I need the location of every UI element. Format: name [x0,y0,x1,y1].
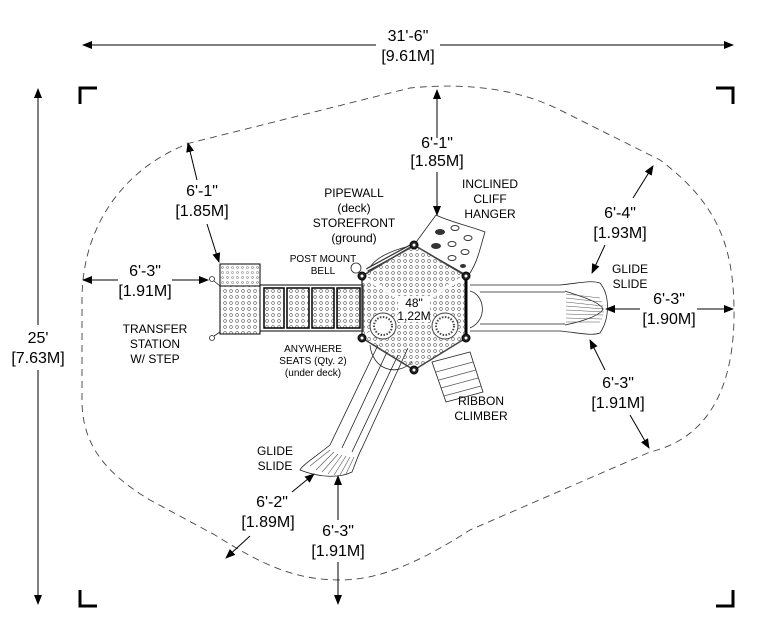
svg-text:STATION: STATION [130,337,180,351]
clearance-right: 6'-3" [1.90M] [605,291,734,328]
svg-text:ANYWHERE: ANYWHERE [284,344,342,355]
svg-text:INCLINED: INCLINED [462,177,518,191]
svg-text:[1.85M]: [1.85M] [410,153,463,170]
pipewall-storefront [350,243,415,274]
svg-text:STOREFRONT: STOREFRONT [313,216,396,230]
bell-icon [350,262,362,274]
svg-text:RIBBON: RIBBON [458,394,504,408]
label-glide-slide-bottom: GLIDE SLIDE [257,444,293,473]
deck-height-metric: 1,22M [397,309,430,323]
svg-text:[1.91M]: [1.91M] [311,543,364,560]
clearance-top-right: 6'-4" [1.93M] [591,165,654,274]
svg-text:CLIMBER: CLIMBER [454,409,508,423]
svg-text:GLIDE: GLIDE [257,444,293,458]
label-ribbon-climber: RIBBON CLIMBER [454,394,508,423]
svg-text:[1.89M]: [1.89M] [241,514,294,531]
svg-text:W/ STEP: W/ STEP [130,352,179,366]
overall-depth-metric: [7.63M] [11,350,64,367]
ribbon-climber [431,351,484,403]
svg-text:6'-1": 6'-1" [421,135,453,152]
svg-text:POST MOUNT: POST MOUNT [290,254,356,265]
clearance-bottom-center: 6'-3" [1.91M] [311,475,365,605]
svg-text:SLIDE: SLIDE [258,459,293,473]
deck-posts [357,240,471,375]
svg-text:(ground): (ground) [331,231,376,245]
label-pipewall: PIPEWALL (deck) STOREFRONT (ground) [313,186,396,245]
svg-text:6'-3": 6'-3" [602,375,634,392]
overall-width-dimension: 31'-6" [9.61M] [82,28,734,65]
clearance-bottom-right: 6'-3" [1.91M] [589,339,650,449]
clearance-top-center: 6'-1" [1.85M] [410,89,464,216]
glide-slide-bottom [299,344,413,477]
label-anywhere-seats: ANYWHERE SEATS (Qty. 2) (under deck) [279,344,346,379]
overall-depth-imperial: 25' [28,330,49,347]
svg-text:[1.85M]: [1.85M] [175,203,228,220]
svg-text:6'-3": 6'-3" [322,523,354,540]
overall-width-metric: [9.61M] [381,48,434,65]
inclined-cliff-hanger [413,214,486,277]
label-cliff-hanger: INCLINED CLIFF HANGER [462,177,518,221]
svg-text:6'-2": 6'-2" [256,494,288,511]
label-bell: POST MOUNT BELL [290,254,356,277]
svg-text:SEATS (Qty. 2): SEATS (Qty. 2) [279,356,346,367]
svg-text:HANGER: HANGER [464,207,516,221]
svg-text:6'-3": 6'-3" [653,291,685,308]
clearance-top-left: 6'-1" [1.85M] [175,142,229,263]
clearance-bottom-left: 6'-2" [1.89M] [225,473,315,559]
svg-text:[1.93M]: [1.93M] [593,225,646,242]
svg-text:6'-4": 6'-4" [604,205,636,222]
svg-text:(under deck): (under deck) [285,368,341,379]
overall-width-imperial: 31'-6" [388,28,429,45]
svg-text:GLIDE: GLIDE [612,262,648,276]
walkway-panels [259,284,364,332]
svg-text:BELL: BELL [311,266,336,277]
svg-text:6'-1": 6'-1" [186,183,218,200]
svg-text:(deck): (deck) [337,201,370,215]
transfer-station [209,263,261,341]
use-zone-outline [81,85,735,581]
overall-depth-dimension: 25' [7.63M] [11,88,65,605]
hex-deck: 48" 1,22M [357,240,471,375]
crop-marks [78,86,735,608]
svg-text:PIPEWALL: PIPEWALL [324,186,384,200]
anywhere-seats [369,312,459,340]
glide-slide-right [469,281,608,335]
svg-text:6'-3": 6'-3" [129,263,161,280]
svg-text:[1.91M]: [1.91M] [118,283,171,300]
deck-height-imperial: 48" [405,296,423,310]
label-transfer-station: TRANSFER STATION W/ STEP [123,322,188,366]
svg-text:TRANSFER: TRANSFER [123,322,188,336]
svg-text:[1.90M]: [1.90M] [642,311,695,328]
svg-text:CLIFF: CLIFF [473,192,506,206]
label-glide-slide-right: GLIDE SLIDE [612,262,648,291]
clearance-left: 6'-3" [1.91M] [82,263,209,300]
svg-text:SLIDE: SLIDE [613,277,648,291]
svg-text:[1.91M]: [1.91M] [591,395,644,412]
